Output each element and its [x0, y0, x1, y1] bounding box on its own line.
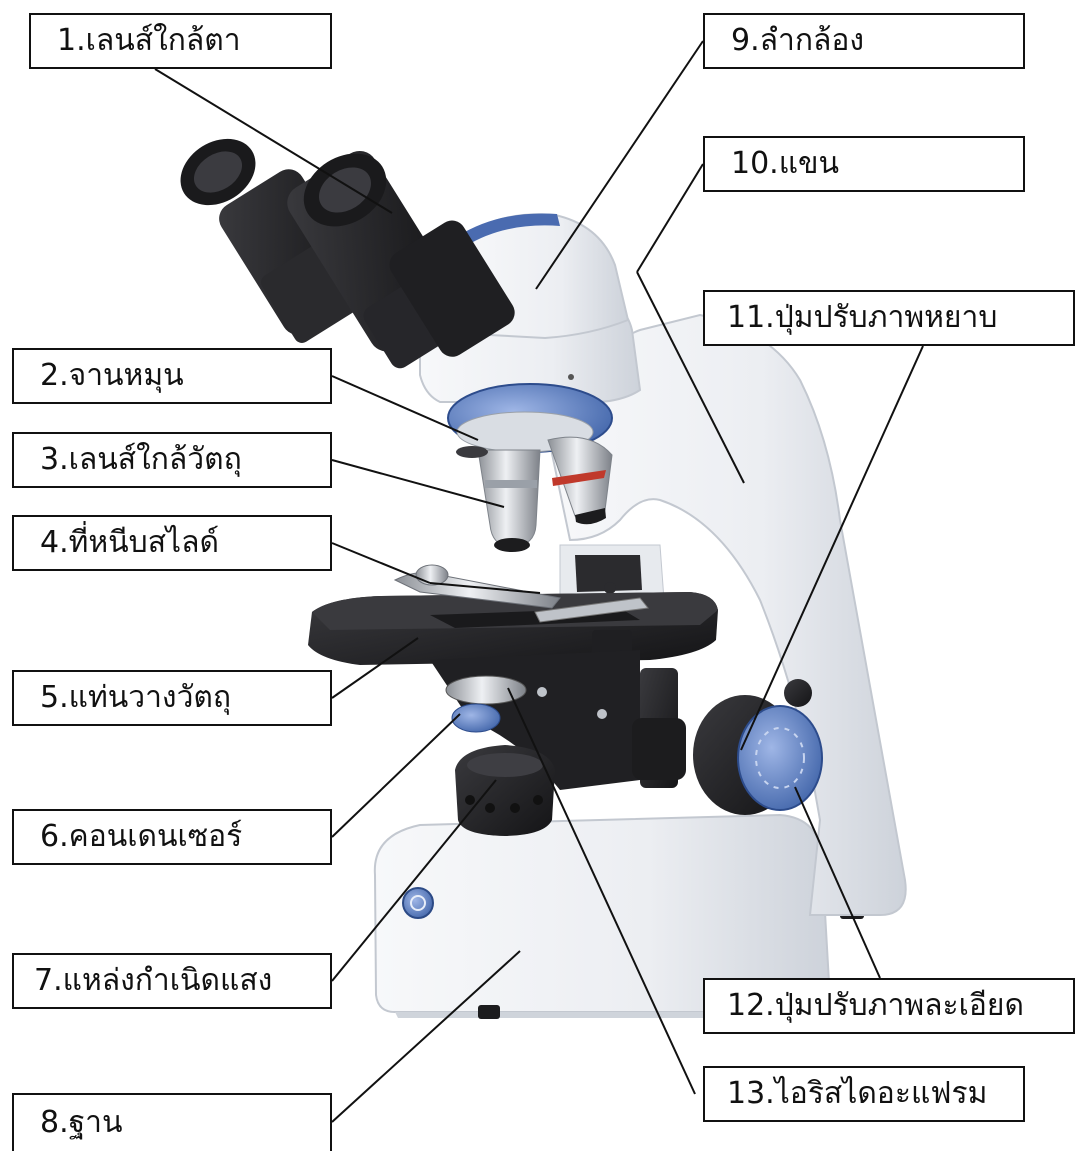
label-fine-adjustment-knob: 12.ปุ่มปรับภาพละเอียด	[703, 978, 1075, 1034]
label-iris-diaphragm: 13.ไอริสไดอะแฟรม	[703, 1066, 1025, 1122]
label-base: 8.ฐาน	[12, 1093, 332, 1151]
eyepiece-part	[168, 125, 520, 375]
label-body-tube: 9.ลำกล้อง	[703, 13, 1025, 69]
label-eyepiece: 1.เลนส์ใกล้ตา	[29, 13, 332, 69]
label-condenser: 6.คอนเดนเซอร์	[12, 809, 332, 865]
label-stage: 5.แท่นวางวัตถุ	[12, 670, 332, 726]
label-coarse-adjustment-knob: 11.ปุ่มปรับภาพหยาบ	[703, 290, 1075, 346]
label-stage-clips: 4.ที่หนีบสไลด์	[12, 515, 332, 571]
label-revolving-nosepiece: 2.จานหมุน	[12, 348, 332, 404]
label-objective-lens: 3.เลนส์ใกล้วัตถุ	[12, 432, 332, 488]
label-arm: 10.แขน	[703, 136, 1025, 192]
label-light-source: 7.แหล่งกำเนิดแสง	[12, 953, 332, 1009]
stage-part	[308, 545, 718, 668]
